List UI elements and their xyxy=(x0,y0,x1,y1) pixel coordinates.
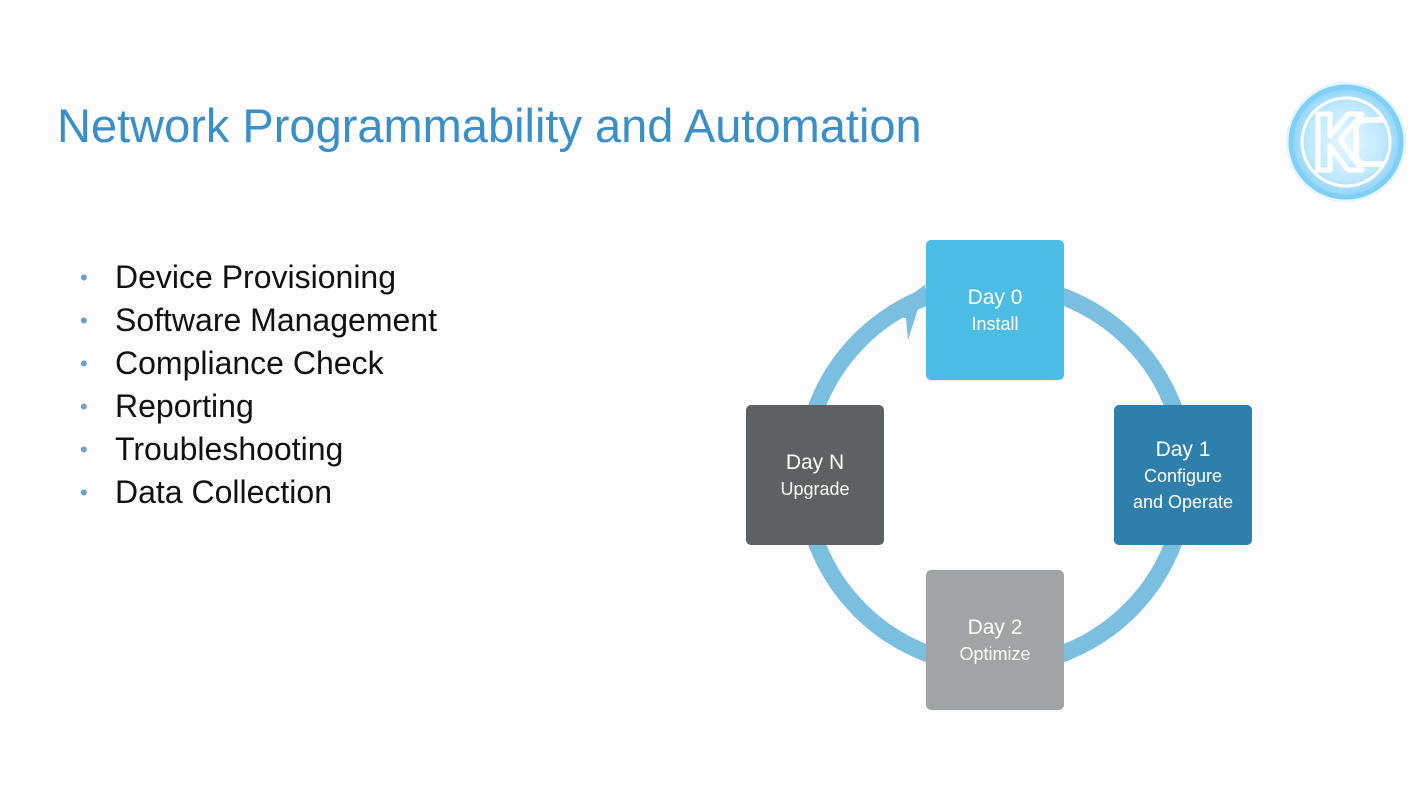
list-item: •Data Collection xyxy=(80,474,332,510)
stage-description: Configure and Operate xyxy=(1132,465,1234,512)
cycle-arrowhead-icon xyxy=(883,284,926,340)
stage-day-2: Day 2 Optimize xyxy=(926,570,1064,710)
bullet-icon: • xyxy=(80,393,88,419)
stage-day-label: Day N xyxy=(785,450,845,474)
stage-day-n: Day N Upgrade xyxy=(746,405,884,545)
list-item: •Software Management xyxy=(80,302,437,338)
kc-logo-icon: KC xyxy=(1282,80,1410,204)
list-item: •Troubleshooting xyxy=(80,431,344,467)
bullet-list: •Device Provisioning •Software Managemen… xyxy=(80,256,437,514)
bullet-icon: • xyxy=(80,436,88,462)
stage-description: Install xyxy=(971,313,1019,334)
stage-day-1: Day 1 Configure and Operate xyxy=(1114,405,1252,545)
stage-day-label: Day 1 xyxy=(1155,437,1211,461)
stage-day-label: Day 2 xyxy=(967,615,1023,639)
stage-description: Upgrade xyxy=(780,478,850,499)
bullet-icon: • xyxy=(80,479,88,505)
stage-description: Optimize xyxy=(959,643,1031,664)
bullet-icon: • xyxy=(80,307,88,333)
stage-day-label: Day 0 xyxy=(967,285,1023,309)
bullet-icon: • xyxy=(80,350,88,376)
lifecycle-diagram: Day 0 Install Day 1 Configure and Operat… xyxy=(740,232,1260,718)
stage-day-0: Day 0 Install xyxy=(926,240,1064,380)
list-item: •Compliance Check xyxy=(80,345,384,381)
bullet-icon: • xyxy=(80,264,88,290)
list-item: •Reporting xyxy=(80,388,254,424)
list-item: •Device Provisioning xyxy=(80,259,397,295)
slide-title: Network Programmability and Automation xyxy=(57,99,922,152)
